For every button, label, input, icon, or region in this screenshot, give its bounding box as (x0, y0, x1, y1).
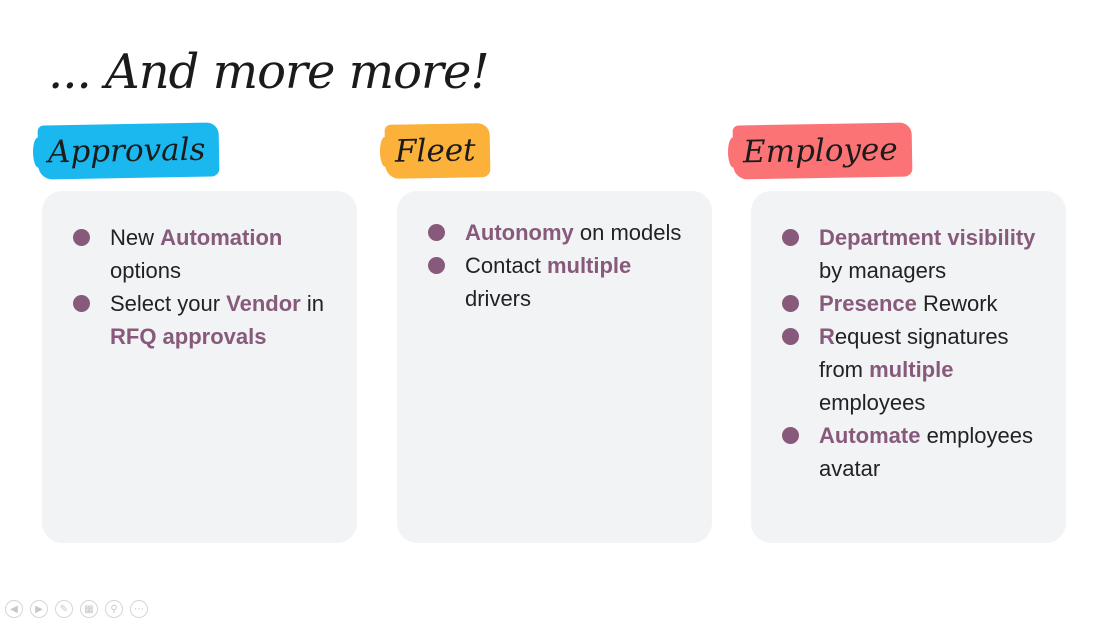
bullet-item: New Automation options (73, 221, 337, 287)
bullet-text: on models (573, 220, 682, 245)
bullet-text: drivers (465, 286, 532, 311)
bullet-text: options (110, 258, 181, 283)
bullet-text: New (110, 225, 161, 250)
slide-title: ... And more more! (48, 44, 490, 100)
bullet-text: employees avatar (819, 423, 1033, 481)
bullet-text: Select your (110, 291, 227, 316)
bullet-text: employees (819, 390, 926, 415)
highlight-text: Vendor (226, 291, 301, 316)
bullet-item: Presence Rework (782, 287, 1046, 320)
bullet-text: Contact (465, 253, 547, 278)
bullet-item: Contact multiple drivers (428, 249, 692, 315)
bullet-dot (73, 295, 90, 312)
bullet-dot (782, 427, 799, 444)
highlight-text: Department visibility (819, 225, 1036, 250)
highlight-text: R (819, 324, 835, 349)
highlight-text: Automate (819, 423, 921, 448)
bullet-item: Select your Vendor in RFQ approvals (73, 287, 337, 353)
bullet-dot (428, 257, 445, 274)
bullet-item: Automate employees avatar (782, 419, 1046, 485)
bullet-text: equest signatures from (819, 324, 1009, 382)
next-slide-icon[interactable]: ▶ (30, 600, 48, 618)
highlight-text: multiple (869, 357, 954, 382)
bullet-item: Autonomy on models (428, 216, 692, 249)
bullet-dot (428, 224, 445, 241)
highlight-text: Autonomy (465, 220, 574, 245)
highlight-text: Presence (819, 291, 917, 316)
bullet-text: by managers (819, 258, 947, 283)
pen-icon[interactable]: ✎ (55, 600, 73, 618)
bullet-dot (782, 295, 799, 312)
more-icon[interactable]: ⋯ (130, 600, 148, 618)
highlight-text: multiple (546, 253, 632, 278)
slides-grid-icon[interactable]: ▦ (80, 600, 98, 618)
slideshow-controls: ◀ ▶ ✎ ▦ ⚲ ⋯ (5, 600, 148, 618)
bullet-dot (782, 328, 799, 345)
bullet-item: Department visibility by managers (782, 221, 1046, 287)
bullet-dot (782, 229, 799, 246)
highlight-text: RFQ approvals (110, 324, 267, 349)
bullet-text: in (300, 291, 324, 316)
bullet-item: Request signatures from multiple employe… (782, 320, 1046, 419)
zoom-icon[interactable]: ⚲ (105, 600, 123, 618)
bullet-text: Rework (916, 291, 998, 316)
tag-employee: Employee (732, 122, 913, 180)
bullet-dot (73, 229, 90, 246)
tag-fleet: Fleet (384, 123, 491, 179)
highlight-text: Automation (160, 225, 283, 250)
prev-slide-icon[interactable]: ◀ (5, 600, 23, 618)
tag-approvals: Approvals (37, 122, 220, 180)
